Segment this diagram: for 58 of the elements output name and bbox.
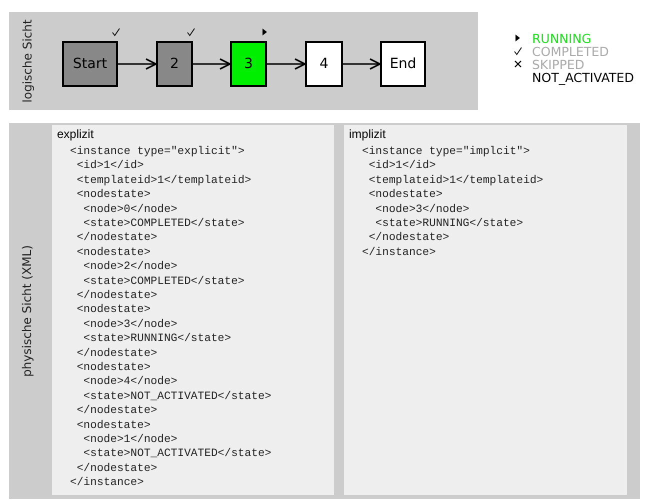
code-line: </instance> bbox=[70, 477, 144, 490]
code-line: <node>1</node> bbox=[83, 434, 178, 447]
code-line: </instance> bbox=[362, 246, 436, 260]
step-label: 2 bbox=[170, 56, 179, 72]
process-box bbox=[305, 41, 343, 87]
panel-heading: explizit bbox=[57, 127, 94, 141]
code-line: <instance type="explicit"> bbox=[70, 146, 245, 159]
legend-label: SKIPPED bbox=[532, 58, 584, 71]
step-label: Start bbox=[72, 56, 108, 72]
process-box bbox=[230, 41, 267, 87]
code-line: </nodestate> bbox=[76, 462, 158, 476]
code-line: <nodestate> bbox=[368, 189, 443, 202]
legend-label: RUNNING bbox=[532, 32, 592, 45]
process-box bbox=[156, 41, 193, 87]
code-line: <state>RUNNING</state> bbox=[375, 218, 524, 231]
code-line: <id>1</id> bbox=[368, 160, 436, 174]
code-line: <templateid>1</templateid> bbox=[368, 174, 544, 188]
code-line: <state>COMPLETED</state> bbox=[83, 218, 245, 231]
process-box bbox=[380, 41, 426, 87]
code-line: </nodestate> bbox=[368, 232, 450, 246]
code-line: </nodestate> bbox=[76, 290, 158, 303]
code-line: <nodestate> bbox=[76, 420, 151, 433]
code-line: <nodestate> bbox=[76, 362, 151, 375]
step-label: 4 bbox=[320, 56, 328, 72]
code-line: <node>2</node> bbox=[83, 261, 178, 274]
code-line: <state>COMPLETED</state> bbox=[83, 276, 245, 289]
code-line: <state>NOT_ACTIVATED</state> bbox=[83, 448, 272, 462]
step-label: 3 bbox=[244, 56, 253, 72]
arrow bbox=[267, 58, 306, 70]
process-box bbox=[62, 41, 118, 87]
view-band bbox=[9, 123, 640, 499]
code-line: <node>4</node> bbox=[83, 376, 178, 390]
code-line: <state>NOT_ACTIVATED</state> bbox=[83, 390, 272, 404]
code-line: <templateid>1</templateid> bbox=[76, 174, 252, 188]
panel-heading: implizit bbox=[349, 127, 386, 141]
view-label: physische Sicht (XML) bbox=[20, 245, 34, 377]
legend-label: NOT_ACTIVATED bbox=[532, 71, 634, 84]
view-band bbox=[9, 12, 478, 110]
code-panel bbox=[344, 125, 627, 495]
arrow bbox=[193, 58, 231, 70]
code-line: <instance type="implcit"> bbox=[362, 146, 530, 159]
view-label: logische Sicht bbox=[20, 19, 34, 103]
arrow bbox=[343, 58, 381, 70]
code-line: <nodestate> bbox=[76, 246, 151, 260]
code-line: <node>0</node> bbox=[83, 204, 178, 217]
step-label: End bbox=[390, 56, 416, 72]
code-line: <state>RUNNING</state> bbox=[83, 333, 232, 346]
code-line: <node>3</node> bbox=[375, 204, 470, 217]
code-line: <id>1</id> bbox=[76, 160, 144, 174]
legend-label: COMPLETED bbox=[532, 45, 609, 58]
code-line: </nodestate> bbox=[76, 348, 158, 361]
code-line: </nodestate> bbox=[76, 405, 158, 418]
code-line: </nodestate> bbox=[76, 232, 158, 246]
code-line: <node>3</node> bbox=[83, 318, 178, 332]
code-line: <nodestate> bbox=[76, 189, 151, 202]
code-panel bbox=[52, 125, 334, 495]
arrow bbox=[118, 58, 157, 70]
code-line: <nodestate> bbox=[76, 304, 151, 318]
